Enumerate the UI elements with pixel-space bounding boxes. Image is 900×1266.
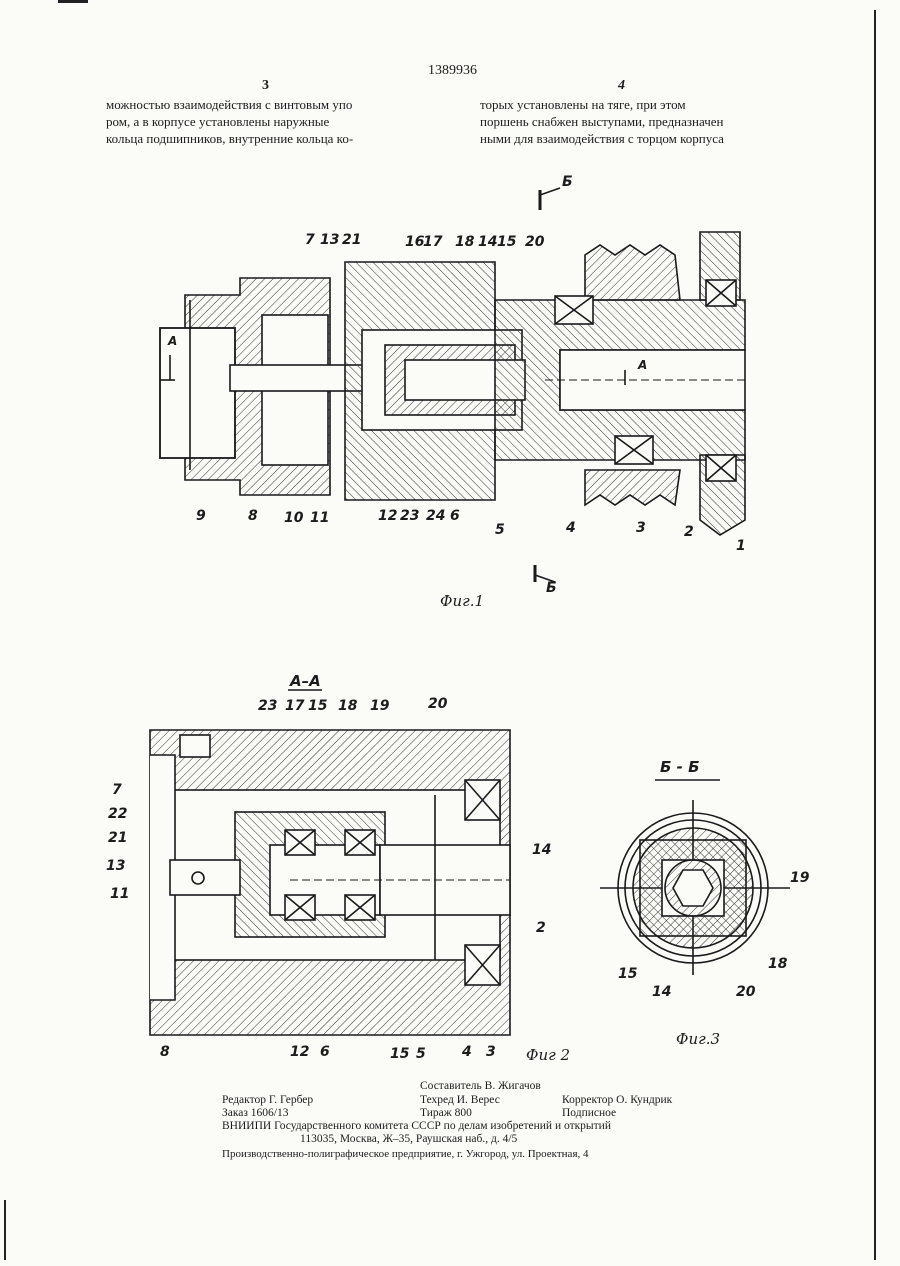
page-edge-line: [4, 1200, 6, 1260]
imprint-printer: Производственно-полиграфическое предприя…: [222, 1148, 589, 1161]
imprint-subscription: Подписное: [562, 1107, 616, 1120]
fig3-section-title: Б - Б: [660, 758, 700, 776]
imprint-compiler: Составитель В. Жигачов: [420, 1080, 541, 1093]
page-edge-line: [58, 0, 88, 3]
imprint-org-line1: ВНИИПИ Государственного комитета СССР по…: [222, 1120, 611, 1133]
imprint-org-line2: 113035, Москва, Ж–35, Раушская наб., д. …: [300, 1133, 517, 1146]
imprint-order: Заказ 1606/13: [222, 1107, 289, 1120]
imprint-techred: Техред И. Верес: [420, 1094, 500, 1107]
imprint-circulation: Тираж 800: [420, 1107, 472, 1120]
fig3-part-label: 18: [768, 956, 787, 972]
fig3-part-label: 20: [736, 984, 755, 1000]
imprint-corrector: Корректор О. Кундрик: [562, 1094, 672, 1107]
fig3-part-label: 19: [790, 870, 809, 886]
page-edge-line: [874, 10, 876, 1260]
imprint-editor: Редактор Г. Гербер: [222, 1094, 313, 1107]
fig3-part-label: 15: [618, 966, 637, 982]
fig3-caption: Фиг.3: [676, 1030, 720, 1048]
fig3-part-label: 14: [652, 984, 671, 1000]
